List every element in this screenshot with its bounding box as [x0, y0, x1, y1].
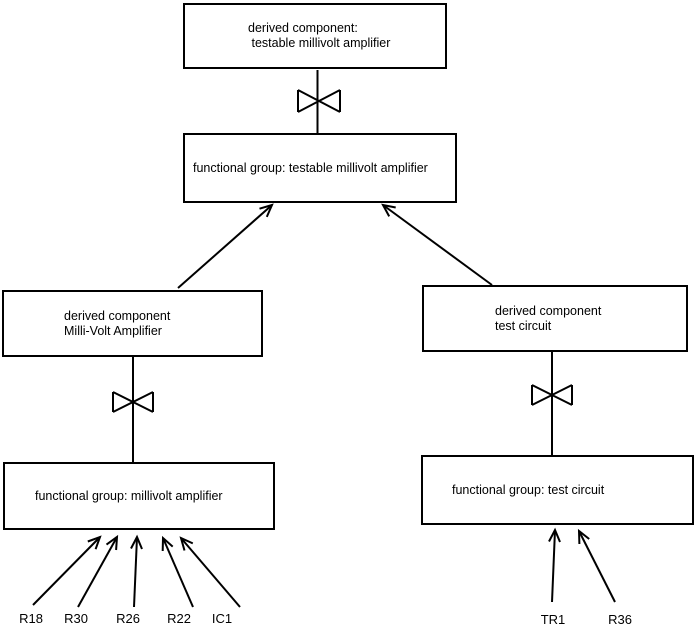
arrow-derived-mv-amp — [177, 203, 274, 289]
leaf-label-r18[interactable]: R18 — [19, 611, 43, 626]
node-functional-group-testable-millivolt-amplifier[interactable]: functional group: testable millivolt amp… — [183, 133, 457, 203]
node-label: functional group: millivolt amplifier — [35, 488, 223, 503]
node-derived-milli-volt-amplifier[interactable]: derived component Milli-Volt Amplifier — [2, 290, 263, 357]
bowtie-icon — [112, 391, 154, 413]
node-derived-testable-millivolt-amplifier[interactable]: derived component: testable millivolt am… — [183, 3, 447, 69]
node-functional-group-test-circuit[interactable]: functional group: test circuit — [421, 455, 694, 525]
arrow-r22 — [161, 535, 194, 608]
node-label: derived component Milli-Volt Amplifier — [64, 308, 171, 338]
node-functional-group-millivolt-amplifier[interactable]: functional group: millivolt amplifier — [3, 462, 275, 530]
arrow-r18 — [32, 535, 102, 606]
leaf-label-r22[interactable]: R22 — [167, 611, 191, 626]
arrow-derived-test-circuit — [381, 203, 493, 286]
arrow-tr1 — [548, 527, 561, 603]
leaf-label-tr1[interactable]: TR1 — [540, 612, 566, 627]
node-label: functional group: testable millivolt amp… — [193, 160, 428, 175]
node-label: functional group: test circuit — [452, 482, 605, 497]
arrow-r26 — [130, 534, 143, 608]
bowtie-icon — [297, 89, 341, 113]
leaf-label-r36[interactable]: R36 — [608, 612, 632, 627]
arrow-r36 — [577, 528, 616, 603]
node-label: derived component: testable millivolt am… — [248, 21, 391, 50]
arrow-r30 — [77, 534, 119, 608]
bowtie-icon — [531, 384, 573, 406]
leaf-label-ic1[interactable]: IC1 — [211, 611, 233, 626]
leaf-label-r26[interactable]: R26 — [116, 611, 140, 626]
node-label: derived component test circuit — [495, 303, 602, 333]
arrow-ic1 — [179, 536, 241, 608]
leaf-label-r30[interactable]: R30 — [64, 611, 88, 626]
node-derived-test-circuit[interactable]: derived component test circuit — [422, 285, 688, 352]
